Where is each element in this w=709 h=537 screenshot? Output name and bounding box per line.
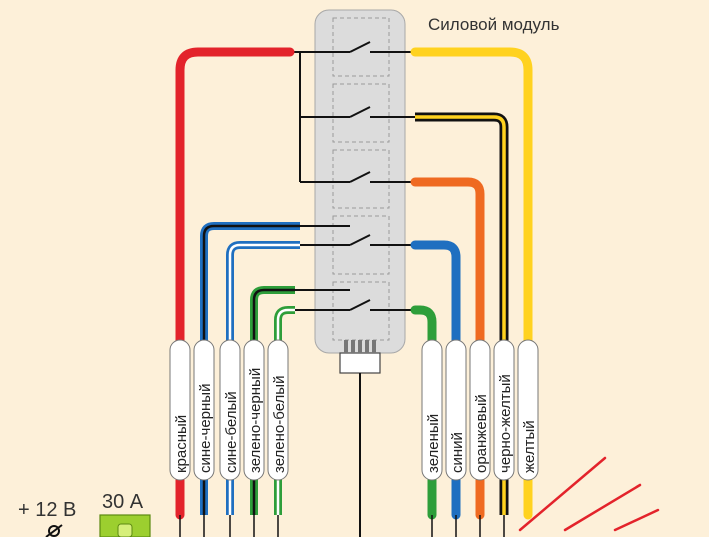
relay-bus xyxy=(290,51,350,183)
relay-switches xyxy=(295,41,415,311)
label-blue: синий xyxy=(449,432,466,473)
wire-label-group-left: красный сине-черный сине-белый зелено-че… xyxy=(169,339,289,481)
wire-yellow xyxy=(410,47,533,520)
wire-blue xyxy=(410,240,461,520)
module-connector xyxy=(339,340,381,537)
fuse-label: 30 А xyxy=(102,491,144,513)
wire-red xyxy=(175,47,295,520)
label-black-yellow: черно-желтый xyxy=(497,374,514,473)
label-green-black: зелено-черный xyxy=(247,368,264,473)
label-yellow: желтый xyxy=(521,420,538,473)
label-orange: оранжевый xyxy=(473,394,490,473)
wire-green xyxy=(410,305,437,520)
label-green: зеленый xyxy=(425,414,442,473)
label-green-white: зелено-белый xyxy=(271,376,288,473)
ground-hatch xyxy=(518,456,660,532)
power-label: + 12 В xyxy=(18,499,76,521)
power-terminal-icon xyxy=(45,524,63,537)
module-title: Силовой модуль xyxy=(428,15,560,34)
label-blue-white: сине-белый xyxy=(223,391,240,473)
label-red: красный xyxy=(173,415,190,473)
wire-orange xyxy=(410,177,485,520)
wire-label-group-right: зеленый синий оранжевый черно-желтый жел… xyxy=(421,339,539,481)
fuse-icon xyxy=(99,514,151,537)
label-blue-black: сине-черный xyxy=(197,384,214,473)
power-module xyxy=(314,9,406,537)
